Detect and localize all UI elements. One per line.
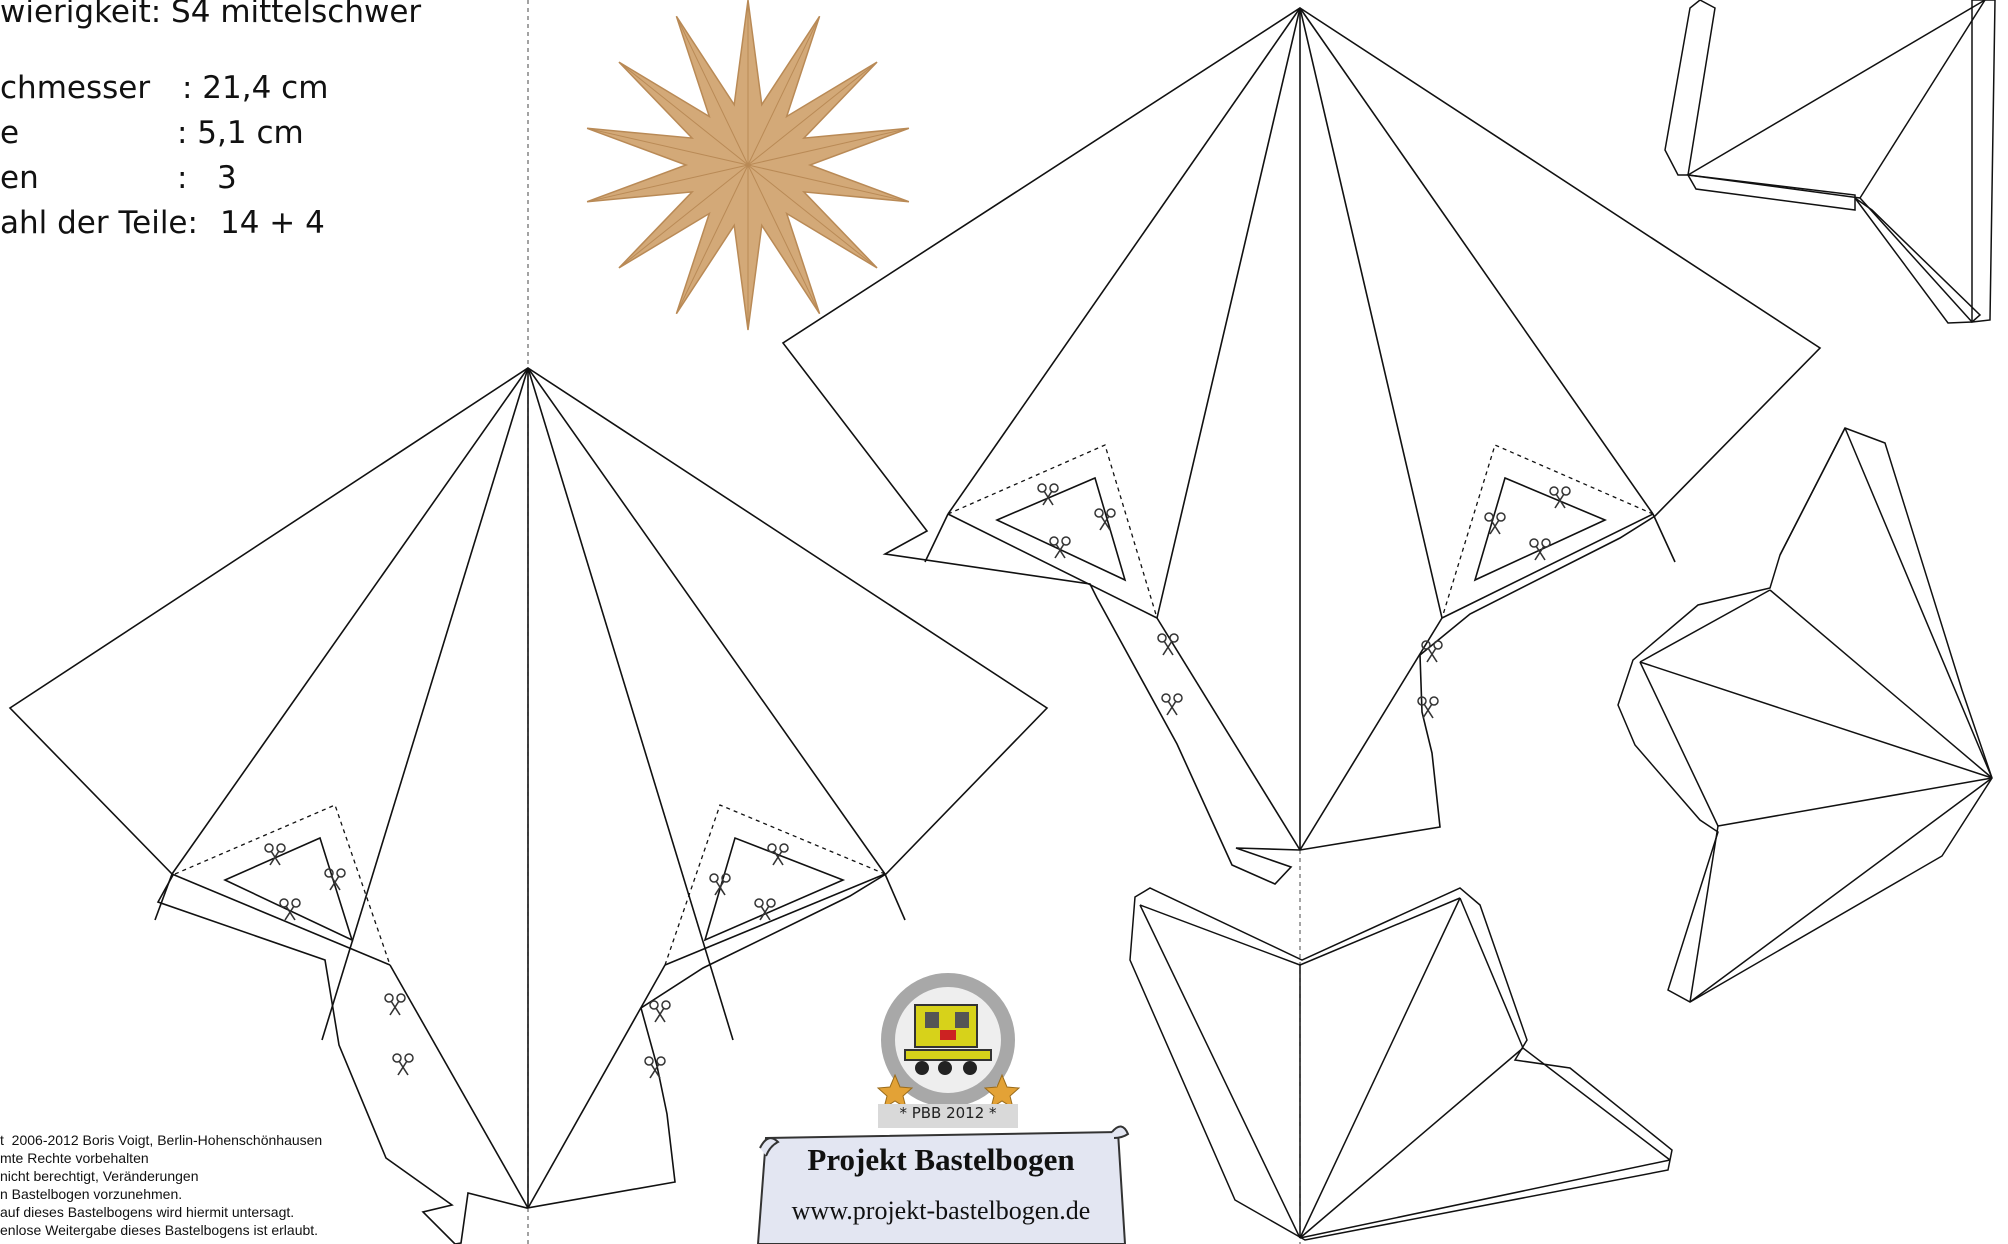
brand-title: Projekt Bastelbogen bbox=[807, 1142, 1075, 1177]
star-ridge bbox=[586, 164, 749, 203]
star-ridge bbox=[675, 164, 749, 314]
star-ridge bbox=[747, 164, 878, 269]
copyright-line: mte Rechte vorbehalten bbox=[0, 1150, 149, 1166]
info-value-sheets: : 3 bbox=[177, 160, 237, 196]
info-label-diameter: chmesser bbox=[0, 70, 151, 106]
small-piece-top-right bbox=[1664, 0, 1996, 324]
copyright-line: auf dieses Bastelbogens wird hiermit unt… bbox=[0, 1204, 295, 1220]
star-photo bbox=[586, 0, 910, 331]
star-ridge bbox=[618, 164, 749, 269]
info-label-height: e bbox=[0, 115, 20, 151]
info-value-diameter: : 21,4 cm bbox=[182, 70, 329, 106]
small-piece-bottom-right bbox=[1129, 887, 1673, 1241]
small-piece-middle-right bbox=[1617, 427, 1993, 1003]
pbb-badge-logo bbox=[876, 973, 1021, 1128]
badge-star-left-icon bbox=[876, 1073, 914, 1110]
star-ridge bbox=[618, 61, 749, 166]
copyright-line: n Bastelbogen vorzunehmen. bbox=[0, 1186, 183, 1202]
difficulty-text: wierigkeit: S4 mittelschwer bbox=[0, 0, 422, 30]
star-ridge bbox=[747, 164, 910, 203]
star-ridge bbox=[586, 127, 749, 166]
badge-label: * PBB 2012 * bbox=[899, 1104, 997, 1122]
copyright-line: nicht berechtigt, Veränderungen bbox=[0, 1168, 199, 1184]
star-ridge bbox=[747, 61, 878, 166]
star-template-left bbox=[8, 367, 1049, 1244]
info-label-sheets: en bbox=[0, 160, 39, 196]
star-ridge bbox=[675, 16, 749, 166]
brand-url[interactable]: www.projekt-bastelbogen.de bbox=[791, 1196, 1091, 1225]
info-value-parts: 14 + 4 bbox=[220, 205, 325, 241]
star-template-right bbox=[781, 7, 1822, 885]
badge-star-right-icon bbox=[983, 1073, 1021, 1110]
star-ridge bbox=[747, 127, 910, 166]
info-label-parts: ahl der Teile: bbox=[0, 205, 198, 241]
copyright-line: t 2006-2012 Boris Voigt, Berlin-Hohensch… bbox=[0, 1132, 323, 1148]
info-value-height: : 5,1 cm bbox=[177, 115, 304, 151]
star-ridge bbox=[747, 16, 821, 166]
scroll-banner bbox=[756, 1125, 1130, 1244]
star-ridge bbox=[747, 164, 821, 314]
copyright-line: enlose Weitergabe dieses Bastelbogens is… bbox=[0, 1222, 319, 1238]
